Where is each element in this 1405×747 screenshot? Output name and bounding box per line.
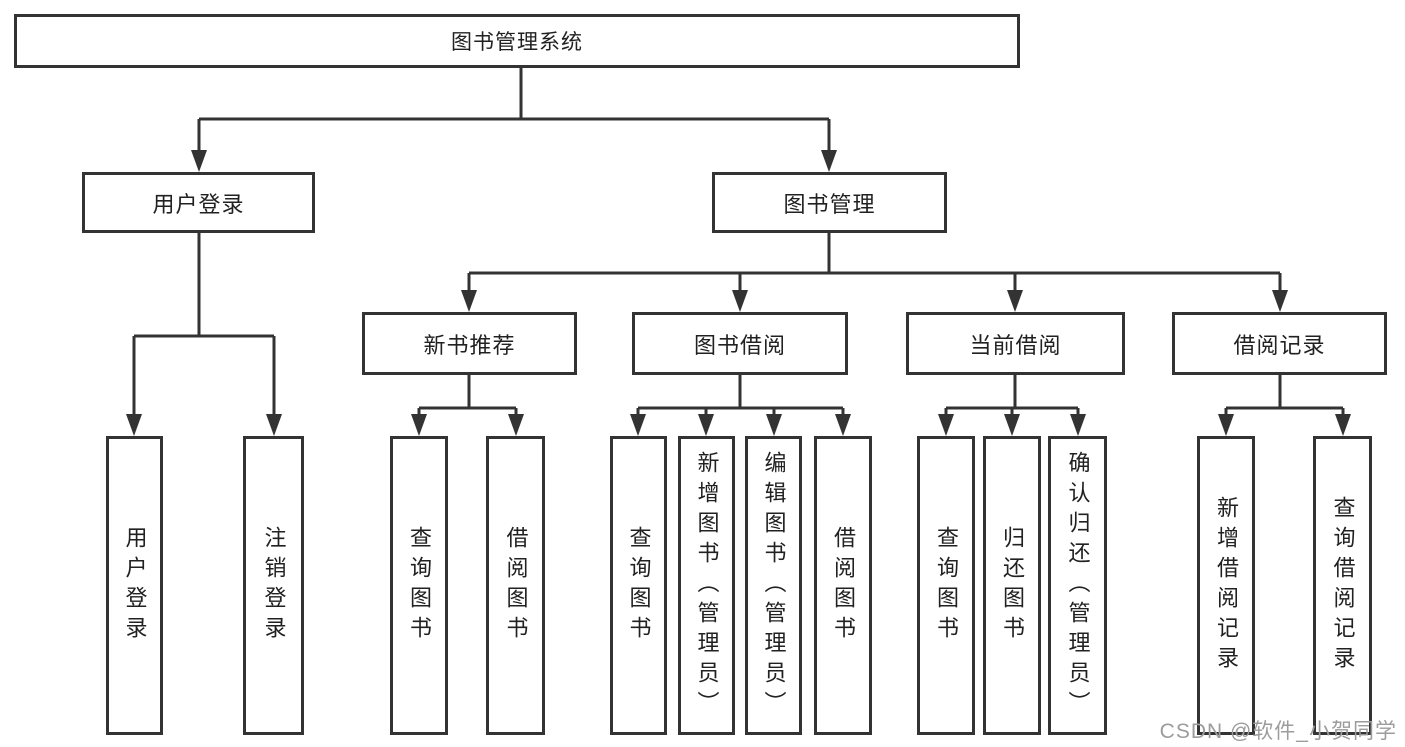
node-borrow-record: 借阅记录 — [1172, 312, 1387, 375]
node-label: 编辑图书（管理员） — [761, 450, 787, 721]
arrow-down-icon — [508, 414, 524, 436]
arrow-down-icon — [766, 414, 782, 436]
arrow-down-icon — [698, 414, 714, 436]
node-leaf-edit-books-admin: 编辑图书（管理员） — [745, 436, 802, 735]
arrow-down-icon — [1004, 414, 1020, 436]
node-leaf-add-borrow-record: 新增借阅记录 — [1197, 436, 1255, 735]
node-label: 新书推荐 — [423, 332, 516, 358]
arrow-down-icon — [1335, 414, 1351, 436]
arrow-down-icon — [1272, 290, 1288, 312]
node-label: 图书借阅 — [693, 332, 786, 358]
arrow-down-icon — [938, 414, 954, 436]
node-leaf-query-borrow-record: 查询借阅记录 — [1313, 436, 1372, 735]
node-leaf-query-books: 查询图书 — [917, 436, 975, 735]
node-book-management: 图书管理 — [712, 172, 947, 233]
arrow-down-icon — [732, 290, 748, 312]
arrow-down-icon — [191, 150, 207, 172]
node-label: 查询图书 — [626, 525, 652, 646]
node-leaf-user-login: 用户登录 — [106, 436, 163, 735]
node-leaf-return-books: 归还图书 — [983, 436, 1041, 735]
node-label: 借阅记录 — [1233, 332, 1326, 358]
node-leaf-confirm-return-admin: 确认归还（管理员） — [1048, 436, 1107, 735]
node-label: 借阅图书 — [831, 525, 856, 646]
node-label: 查询图书 — [934, 525, 959, 646]
node-library-system: 图书管理系统 — [14, 14, 1020, 68]
node-label: 查询借阅记录 — [1330, 495, 1356, 676]
node-label: 当前借阅 — [969, 332, 1062, 358]
node-label: 图书管理系统 — [451, 31, 583, 54]
node-leaf-borrow-books: 借阅图书 — [486, 436, 545, 735]
node-leaf-logout: 注销登录 — [243, 436, 304, 735]
node-label: 借阅图书 — [503, 525, 529, 646]
watermark: CSDN @软件_小贺同学 — [1159, 720, 1397, 743]
arrow-down-icon — [1007, 290, 1023, 312]
arrow-down-icon — [630, 414, 646, 436]
arrow-down-icon — [835, 414, 851, 436]
arrow-down-icon — [1218, 414, 1234, 436]
arrow-down-icon — [461, 290, 477, 312]
node-label: 新增借阅记录 — [1214, 495, 1239, 676]
arrow-down-icon — [266, 414, 282, 436]
node-leaf-query-books: 查询图书 — [390, 436, 448, 735]
node-label: 注销登录 — [261, 525, 287, 646]
arrow-down-icon — [126, 414, 142, 436]
node-leaf-query-books: 查询图书 — [610, 436, 667, 735]
arrow-down-icon — [1070, 414, 1086, 436]
node-new-book-recommend: 新书推荐 — [362, 312, 577, 375]
node-leaf-borrow-books: 借阅图书 — [814, 436, 872, 735]
node-label: 用户登录 — [122, 525, 148, 646]
node-label: 用户登录 — [152, 191, 245, 217]
node-label: 查询图书 — [407, 525, 432, 646]
arrow-down-icon — [821, 150, 837, 172]
node-label: 确认归还（管理员） — [1065, 450, 1091, 721]
node-label: 归还图书 — [1000, 525, 1025, 646]
node-label: 新增图书（管理员） — [694, 450, 720, 721]
node-label: 图书管理 — [783, 191, 876, 217]
node-book-borrow: 图书借阅 — [632, 312, 848, 375]
node-current-borrow: 当前借阅 — [906, 312, 1125, 375]
node-leaf-add-books-admin: 新增图书（管理员） — [678, 436, 735, 735]
arrow-down-icon — [411, 414, 427, 436]
node-user-login: 用户登录 — [82, 172, 315, 233]
